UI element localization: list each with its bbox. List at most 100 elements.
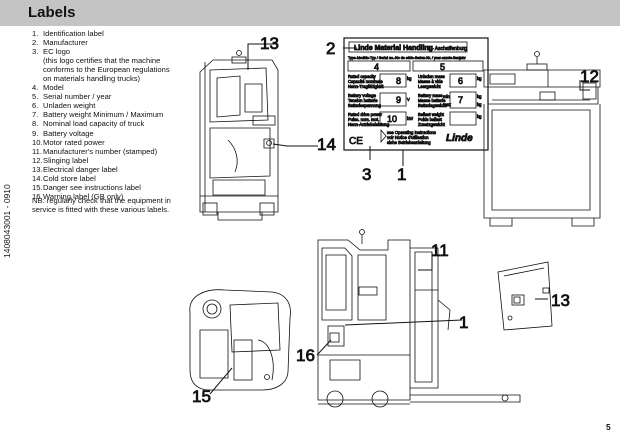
callout-14: 14 bbox=[317, 135, 336, 154]
plate-label: Tension batterie bbox=[348, 98, 378, 103]
legend-item-number: 15. bbox=[32, 182, 43, 192]
panel-detail-drawing bbox=[497, 261, 553, 331]
plate-label: Batteriespannung bbox=[348, 103, 381, 108]
plate-label: Ballast weight bbox=[418, 112, 445, 117]
legend-item: 13.Electrical danger label bbox=[32, 165, 192, 174]
plate-label: Nenn-Antriebsleistung bbox=[348, 122, 390, 127]
callout-1-side: 1 bbox=[459, 313, 468, 332]
legend-item-text: Electrical danger label bbox=[43, 164, 118, 174]
legend-item-text: Manufacturer bbox=[43, 38, 88, 48]
plate-unit: kg bbox=[477, 102, 482, 107]
plate-label: Capacité nominale bbox=[348, 79, 383, 84]
plate-location: D - Aschaffenburg bbox=[427, 46, 467, 52]
plate-field-unladen-weight: 6 bbox=[458, 76, 463, 86]
plate-field-battery-weight: 7 bbox=[458, 95, 463, 105]
legend-item-text: Serial number / year bbox=[43, 92, 112, 102]
legend-item-text: EC logo bbox=[43, 47, 71, 57]
legend-item-text: on materials handling trucks) bbox=[43, 74, 141, 84]
legend-item-number: 2. bbox=[32, 38, 39, 48]
plate-label: Poids ballast bbox=[418, 117, 443, 122]
legend-item: 14.Cold store label bbox=[32, 174, 192, 183]
callout-2: 2 bbox=[326, 39, 335, 58]
plate-max: max bbox=[443, 102, 452, 107]
legend-item: on materials handling trucks) bbox=[32, 74, 192, 83]
plate-label: Rated drive power bbox=[348, 112, 383, 117]
legend-item-text: Manufacturer's number (stamped) bbox=[43, 146, 158, 156]
legend-item: 1. Identification label bbox=[32, 29, 192, 38]
plate-label: Leergewicht bbox=[418, 84, 441, 89]
ce-mark: CE bbox=[349, 136, 363, 147]
nb-note-line: NB: regularly check that the equipment i… bbox=[32, 196, 171, 205]
legend-item: 7. Battery weight Minimum / Maximum bbox=[32, 110, 192, 119]
legend-item: (this logo certifies that the machine bbox=[32, 56, 192, 65]
plate-header-row: Type-Modèle-Typ / Serial no.-No de série… bbox=[348, 56, 466, 60]
plate-label: Battery voltage bbox=[348, 93, 377, 98]
legend-item: conforms to the European regulations bbox=[32, 65, 192, 74]
plate-label: Batteriegewicht bbox=[418, 103, 447, 108]
nb-note-line: service is fitted with these various lab… bbox=[32, 205, 170, 215]
legend-item-text: Identification label bbox=[43, 29, 104, 38]
plate-label: Masse batterie bbox=[418, 98, 446, 103]
plate-instruction: siehe Betriebsanleitung bbox=[387, 140, 431, 145]
plate-instruction: see Operating Instructions bbox=[387, 130, 436, 135]
legend-item: 16.Warning label (GB only) bbox=[32, 192, 192, 201]
truck-side-view-drawing bbox=[317, 229, 521, 408]
legend-item-number: 12. bbox=[32, 155, 43, 165]
legend-item: 12.Slinging label bbox=[32, 156, 192, 165]
legend-item: 3. EC logo bbox=[32, 47, 192, 56]
plate-label: Rated capacity bbox=[348, 74, 377, 79]
identification-plate: Linde Material Handling D - Aschaffenbur… bbox=[343, 37, 489, 151]
callout-11: 11 bbox=[431, 241, 449, 260]
legend-item: 2. Manufacturer bbox=[32, 38, 192, 47]
legend-item-number: 1. bbox=[32, 29, 39, 38]
legend-item-text: Slinging label bbox=[43, 155, 89, 165]
legend-item-text: Model bbox=[43, 83, 64, 93]
console-detail-drawing bbox=[189, 289, 291, 391]
plate-field-motor-power: 10 bbox=[387, 114, 397, 124]
legend-item-number: 9. bbox=[32, 128, 39, 138]
plate-unit: kg bbox=[477, 94, 482, 99]
legend-item: 10.Motor rated power bbox=[32, 138, 192, 147]
plate-label: Nenn-Tragfähigkeit bbox=[348, 84, 384, 89]
callout-15: 15 bbox=[192, 387, 211, 406]
plate-label: Unladen mass bbox=[418, 74, 445, 79]
plate-label: Masse à vide bbox=[418, 79, 443, 84]
callout-13-top: 13 bbox=[260, 34, 279, 53]
legend-item-number: 10. bbox=[32, 137, 43, 147]
plate-unit: V bbox=[407, 97, 410, 102]
legend-item-number: 11. bbox=[32, 146, 42, 156]
truck-top-left-drawing bbox=[199, 50, 279, 221]
legend-item-number: 4. bbox=[32, 83, 39, 93]
legend-item-number: 3. bbox=[32, 47, 39, 57]
plate-field-serial: 5 bbox=[440, 62, 445, 72]
legend-item: 15.Danger see instructions label bbox=[32, 183, 192, 192]
callout-leaders bbox=[209, 43, 590, 395]
legend-item-number: 13. bbox=[32, 164, 43, 174]
plate-field-load-capacity: 8 bbox=[396, 76, 401, 86]
legend-item-text: Nominal load capacity of truck bbox=[43, 119, 145, 129]
label-legend: 1. Identification label 2. Manufacturer 3. EC… bbox=[32, 29, 192, 201]
legend-item-text: Battery voltage bbox=[43, 128, 94, 138]
plate-unit: kg bbox=[477, 76, 482, 81]
page-number: 5 bbox=[606, 422, 611, 432]
legend-item-text: Unladen weight bbox=[43, 101, 96, 111]
plate-min: min bbox=[443, 94, 450, 99]
plate-label: Zusatzgewicht bbox=[418, 122, 446, 127]
plate-instruction: voir Notice d'utilisation bbox=[387, 135, 429, 140]
legend-item-text: Battery weight Minimum / Maximum bbox=[43, 110, 164, 120]
plate-field-model: 4 bbox=[374, 62, 379, 72]
legend-item-number: 7. bbox=[32, 110, 39, 120]
callout-13-panel: 13 bbox=[551, 291, 570, 310]
legend-item: 8.Nominal load capacity of truck bbox=[32, 119, 192, 128]
legend-item-number: 14. bbox=[32, 173, 43, 183]
plate-label: Puiss. nom. mot. bbox=[348, 117, 379, 122]
legend-item: 11.Manufacturer's number (stamped) bbox=[32, 147, 192, 156]
nb-note: NB: regularly check that the equipment i… bbox=[32, 196, 192, 214]
legend-item: 6. Unladen weight bbox=[32, 101, 192, 110]
instruction-arrow-icon bbox=[380, 128, 387, 144]
legend-item-number: 6. bbox=[32, 101, 39, 111]
plate-unit: kW bbox=[407, 116, 413, 121]
plate-field-battery-voltage: 9 bbox=[396, 95, 401, 105]
legend-item: 9. Battery voltage bbox=[32, 129, 192, 138]
